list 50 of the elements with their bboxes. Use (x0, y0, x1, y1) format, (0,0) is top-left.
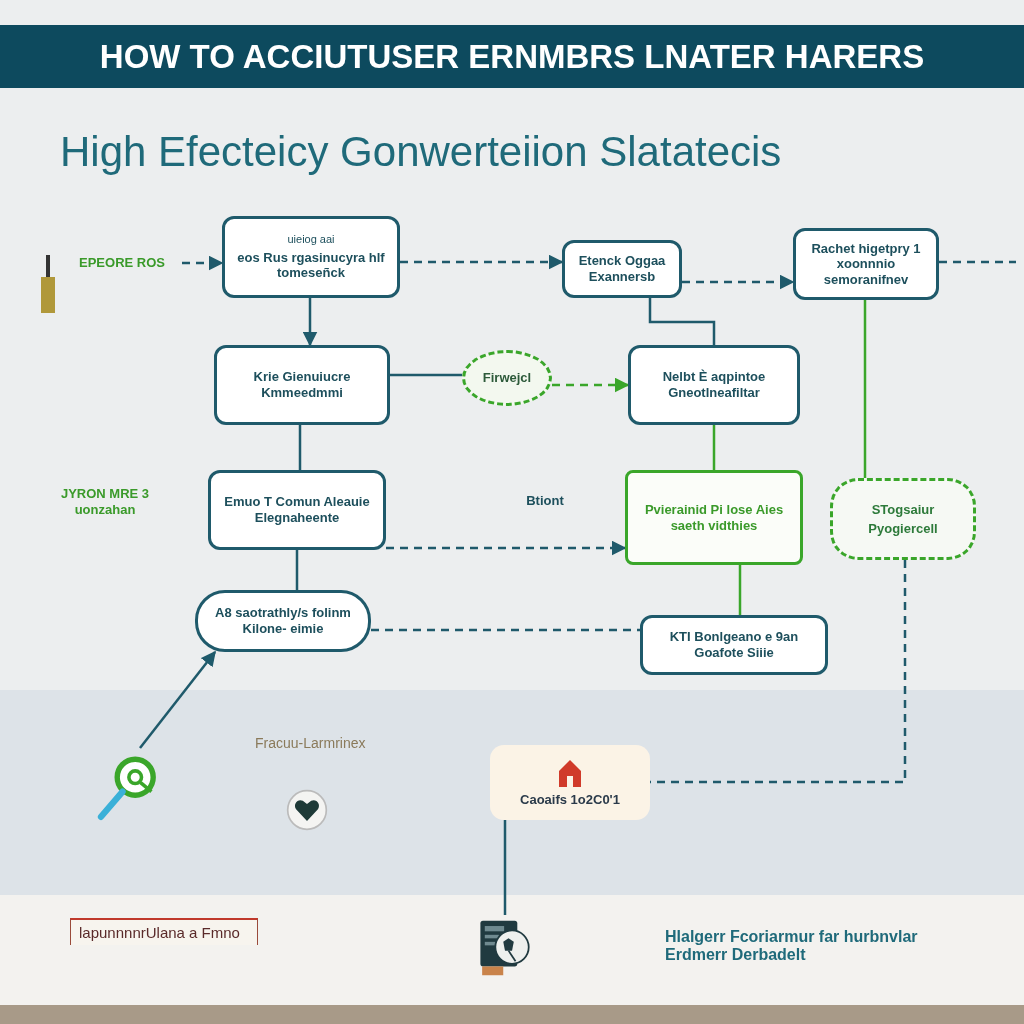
process-box (640, 615, 828, 675)
footer-text: Hlalgerr Fcoriarmur far hurbnvlar Erdmerr Derbadelt (665, 928, 919, 965)
process-box (793, 228, 939, 300)
connector-line (503, 820, 507, 915)
box-text: Krie Gienuiucre Kmmeedmmi (252, 369, 352, 401)
arrow (182, 255, 224, 271)
box-text: Firwejcl (482, 370, 532, 386)
flow-label: Btiont (505, 488, 585, 514)
note-text: Fracuu-Larmrinex (255, 735, 367, 752)
process-box (562, 240, 682, 298)
arrow (400, 254, 564, 270)
connector-line (712, 425, 716, 470)
process-box (214, 345, 390, 425)
sketch-note: lapunnnnrUlana a Fmno (70, 918, 258, 946)
arrow (386, 540, 627, 556)
arrow (682, 274, 795, 290)
connector-line (295, 550, 299, 590)
box-text: Pyogiercell (868, 520, 938, 537)
connector-line (390, 373, 462, 377)
box-text: Pvierainid Pi lose Aies saeth vidthies (643, 501, 785, 534)
box-text: STogsaiur (871, 501, 935, 518)
flow-label: EPEORE ROS (62, 250, 182, 276)
arrow (552, 377, 630, 393)
connector-line (863, 300, 867, 478)
box-text: Nelbt È aqpintoe Gneotlneafiltar (661, 369, 767, 401)
flow-label: JYRON MRE 3 uonzahan (30, 480, 180, 524)
process-box (628, 345, 800, 425)
box-text: Etenck Oggaa Exannersb (577, 253, 667, 285)
box-text: A8 saotrathly/s folinm Kilone- eimie (214, 605, 352, 637)
box-text: Caoaifs 1o2C0'1 (520, 792, 620, 808)
process-box (208, 470, 386, 550)
connector-line (298, 425, 302, 470)
connector-line (738, 565, 742, 615)
arrow (302, 298, 318, 347)
process-box (625, 470, 803, 565)
connector-line (371, 628, 640, 632)
box-heading: uieiog aai (287, 233, 335, 247)
box-text: Emuo T Comun Aleauie Elegnaheente (223, 494, 371, 526)
note-card (490, 745, 650, 820)
connector-line (648, 298, 716, 345)
box-text: KTI Bonlgeano e 9an Goafote Siiie (668, 629, 800, 661)
box-text: Rachet higetpry 1 xoonnnio semoranifnev (810, 240, 922, 288)
arrow (139, 650, 216, 749)
box-text: eos Rus rgasinucyra hlf tomeseñck (236, 249, 386, 281)
connector-line (939, 260, 1016, 264)
subtitle: High Efecteicy Gonwerteiion Slatatecis (60, 128, 783, 177)
title-band: HOW TO ACCIUTUSER ERNMBRS LNATER HARERS (0, 25, 1024, 88)
cloud-box (195, 590, 371, 652)
process-box (222, 216, 400, 298)
process-box (830, 478, 976, 560)
